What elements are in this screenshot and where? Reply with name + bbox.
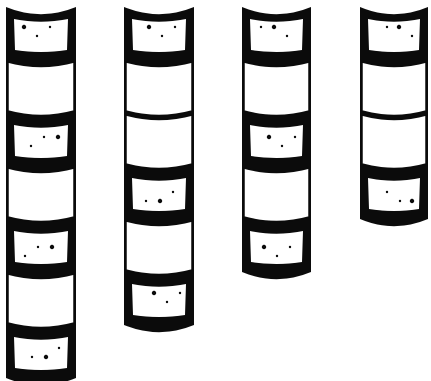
speckle <box>399 200 401 202</box>
column-3 <box>242 7 311 279</box>
speckle <box>410 199 414 203</box>
light-segment <box>8 62 74 116</box>
light-segment <box>244 62 309 116</box>
speckle <box>158 199 162 203</box>
speckle <box>262 245 266 249</box>
speckle <box>281 145 283 147</box>
speckle <box>174 26 176 28</box>
speckle <box>272 25 276 29</box>
speckle <box>36 35 38 37</box>
speckle <box>145 200 147 202</box>
dark-segment-window <box>132 284 186 317</box>
dark-segment-window <box>250 125 303 158</box>
speckle <box>172 191 174 193</box>
light-segment <box>126 221 192 275</box>
speckle <box>286 35 288 37</box>
speckle <box>56 135 60 139</box>
dark-segment-window <box>14 231 68 264</box>
column-2 <box>124 7 194 332</box>
light-segment <box>244 168 309 222</box>
column-4 <box>360 7 428 226</box>
light-segment <box>362 62 426 116</box>
dark-segment-window <box>132 19 186 52</box>
column-1 <box>6 7 76 381</box>
speckle <box>22 25 26 29</box>
speckle <box>166 301 168 303</box>
speckle <box>152 291 156 295</box>
speckle <box>147 25 151 29</box>
speckle <box>58 347 60 349</box>
dark-segment-window <box>14 125 68 158</box>
dark-segment-window <box>368 178 420 211</box>
light-segment <box>8 274 74 328</box>
dark-segment-window <box>14 337 68 370</box>
speckle <box>50 245 54 249</box>
dark-segment-window <box>132 178 186 211</box>
dark-segment-window <box>250 231 303 264</box>
speckle <box>31 356 33 358</box>
speckle <box>397 25 401 29</box>
light-segment <box>362 115 426 169</box>
speckle <box>49 26 51 28</box>
speckle <box>44 355 48 359</box>
speckle <box>161 35 163 37</box>
dark-segment-window <box>250 19 303 52</box>
speckle <box>386 191 388 193</box>
speckle <box>260 26 262 28</box>
speckle <box>276 255 278 257</box>
speckle <box>411 35 413 37</box>
speckle <box>294 136 296 138</box>
column-body <box>124 7 194 332</box>
speckle <box>267 135 271 139</box>
speckle <box>43 136 45 138</box>
light-segment <box>126 115 192 169</box>
speckle <box>179 292 181 294</box>
speckle <box>37 246 39 248</box>
speckle <box>24 255 26 257</box>
speckle <box>289 246 291 248</box>
speckle <box>30 145 32 147</box>
light-segment <box>8 168 74 222</box>
light-segment <box>126 62 192 116</box>
dark-segment-window <box>14 19 68 52</box>
speckle <box>386 26 388 28</box>
